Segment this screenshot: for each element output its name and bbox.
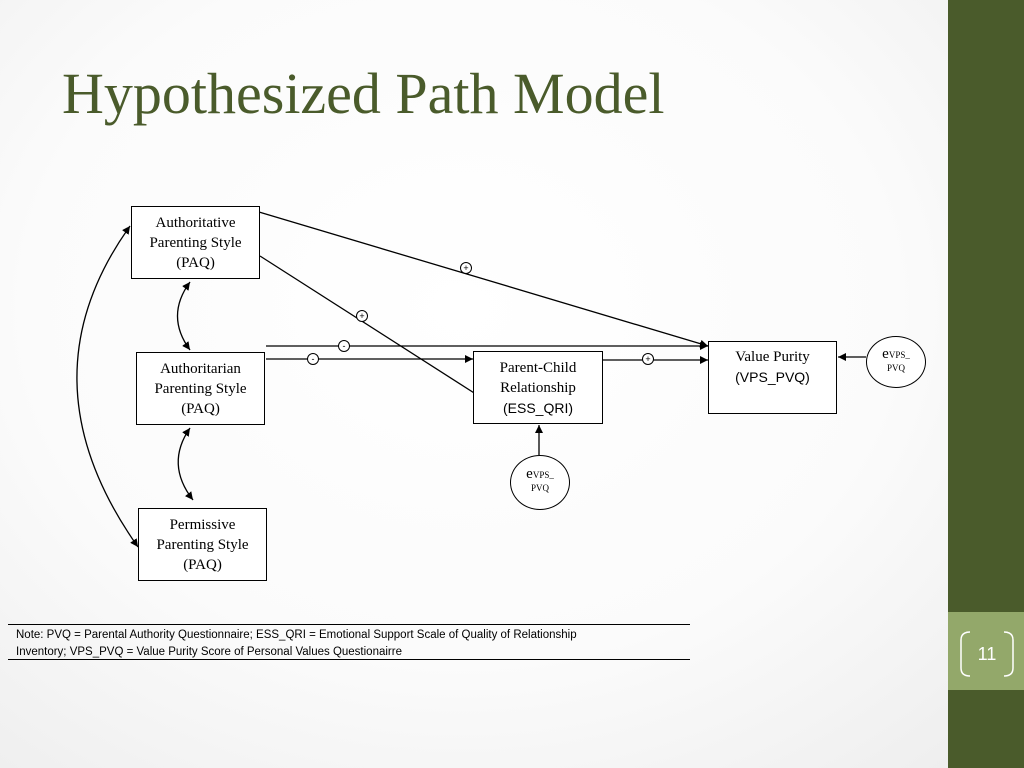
error-term-parent-child: eVPS_ PVQ xyxy=(510,455,570,510)
node-parent-child-relationship: Parent-Child Relationship (ESS_QRI) xyxy=(473,351,603,424)
sign-authoritative-to-value-purity: + xyxy=(460,262,472,274)
node-authoritarian-line3: (PAQ) xyxy=(181,401,220,417)
page-number: 11 xyxy=(977,643,997,664)
node-value-purity-line1: Value Purity xyxy=(735,349,810,365)
node-parent-child-line3: (ESS_QRI) xyxy=(502,400,573,416)
error-term-value-purity: eVPS_ PVQ xyxy=(866,336,926,388)
path-authoritative-to-value-purity xyxy=(258,211,709,348)
page-number-bracket-icon xyxy=(960,631,1014,677)
node-authoritative-line3: (PAQ) xyxy=(176,255,215,271)
node-authoritative-parenting-style: Authoritative Parenting Style (PAQ) xyxy=(131,206,260,279)
node-authoritarian-parenting-style: Authoritarian Parenting Style (PAQ) xyxy=(136,352,265,425)
slide-title: Hypothesized Path Model xyxy=(62,61,665,126)
node-authoritarian-line1: Authoritarian xyxy=(160,361,241,377)
error-parent-child-subscript: VPS_ xyxy=(532,470,554,480)
node-permissive-line3: (PAQ) xyxy=(183,557,222,573)
node-parent-child-line1: Parent-Child xyxy=(499,360,577,376)
node-permissive-line2: Parenting Style xyxy=(156,537,249,553)
node-permissive-line1: Permissive xyxy=(169,517,236,533)
sign-parent-child-to-value-purity: + xyxy=(642,353,654,365)
error-value-purity-symbol: e xyxy=(882,346,889,362)
node-value-purity-line2: (VPS_PVQ) xyxy=(735,369,810,385)
sign-authoritative-to-parent-child: + xyxy=(356,310,368,322)
node-permissive-parenting-style: Permissive Parenting Style (PAQ) xyxy=(138,508,267,581)
node-authoritative-line2: Parenting Style xyxy=(149,235,242,251)
cov-authoritarian-permissive xyxy=(177,427,194,501)
cov-authoritative-permissive xyxy=(76,225,139,548)
node-value-purity: Value Purity (VPS_PVQ) xyxy=(708,341,837,414)
path-authoritative-to-parent-child xyxy=(259,255,483,399)
error-parent-child-symbol: e xyxy=(526,466,533,482)
node-authoritarian-line2: Parenting Style xyxy=(154,381,247,397)
error-value-purity-subscript: VPS_ xyxy=(888,350,910,360)
node-parent-child-line2: Relationship xyxy=(500,380,576,396)
cov-authoritative-authoritarian xyxy=(177,281,191,351)
diagram-note: Note: PVQ = Parental Authority Questionn… xyxy=(8,624,690,660)
note-line-1: Note: PVQ = Parental Authority Questionn… xyxy=(16,629,577,641)
node-authoritative-line1: Authoritative xyxy=(155,215,236,231)
error-parent-child-subscript-2: PVQ xyxy=(530,483,549,493)
error-value-purity-subscript-2: PVQ xyxy=(886,363,905,373)
note-line-2: Inventory; VPS_PVQ = Value Purity Score … xyxy=(16,646,402,658)
sign-authoritarian-to-parent-child: - xyxy=(307,353,319,365)
sign-authoritarian-to-value-purity: - xyxy=(338,340,350,352)
